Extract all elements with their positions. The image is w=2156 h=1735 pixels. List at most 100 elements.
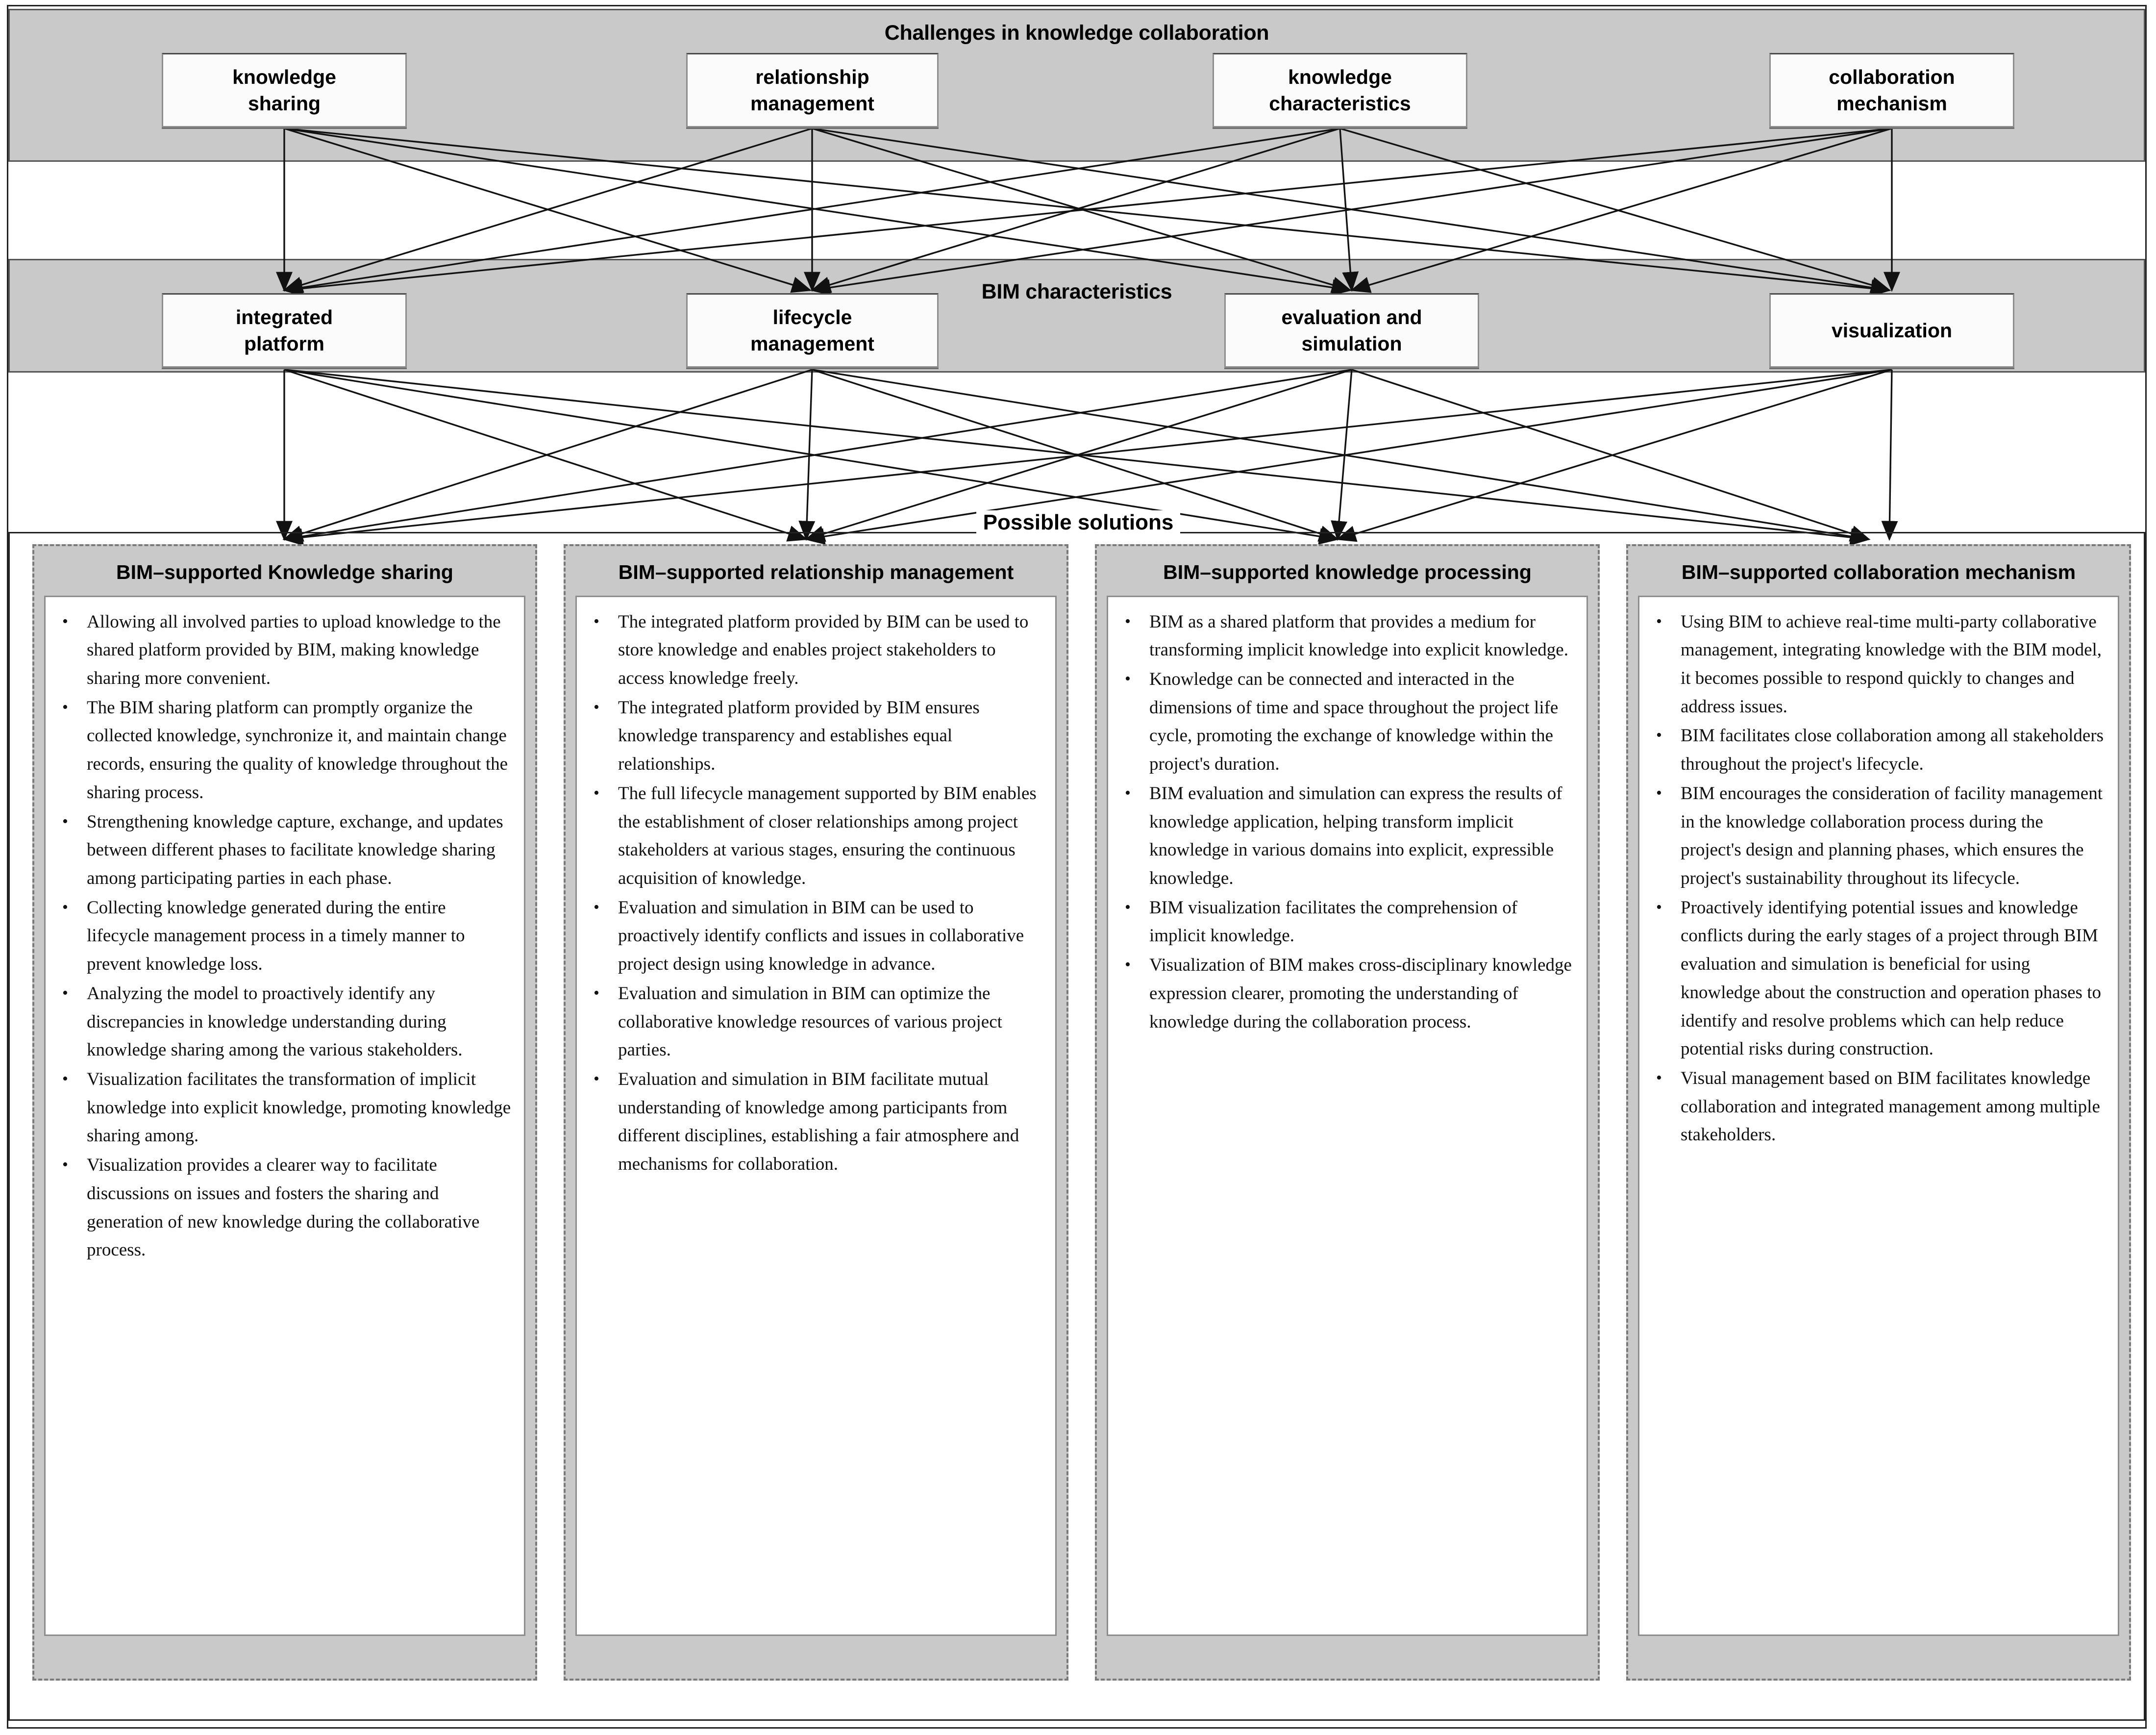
node-knowledge-characteristics[interactable]: knowledge characteristics [1213,53,1467,127]
bullet-icon: • [1656,612,1662,630]
bullet-icon: • [1125,669,1131,688]
solution-heading: BIM–supported collaboration mechanism [1632,550,2125,596]
solution-panel-collaboration-mechanism: BIM–supported collaboration mechanism •U… [1626,544,2131,1681]
list-item: • BIM visualization facilitates the compr… [1113,894,1574,950]
list-item-text: The full lifecycle management supported … [618,783,1037,888]
bullet-icon: • [594,983,599,1002]
list-item-text: The BIM sharing platform can promptly or… [87,697,508,803]
bullet-icon: • [1125,956,1131,974]
bullet-icon: • [594,1070,599,1088]
list-item: •Evaluation and simulation in BIM can be… [582,894,1042,979]
list-item-text: BIM evaluation and simulation can expres… [1149,783,1562,888]
solution-panel-knowledge-processing: BIM–supported knowledge processing • BIM … [1095,544,1600,1681]
list-item: • Knowledge can be connected and interact… [1113,665,1574,779]
possible-solutions-section: Possible solutions BIM–supported Knowled… [8,510,2145,1721]
bullet-icon: • [594,612,599,630]
list-item: • The integrated platform provided by BIM… [582,694,1042,779]
solution-heading-line-2: processing [1424,561,1532,583]
list-item: • Collecting knowledge generated during t… [50,894,511,979]
list-item-text: Collecting knowledge generated during th… [87,897,465,975]
bullet-icon: • [62,983,68,1002]
node-line-1: visualization [1831,319,1953,342]
list-item-text: Visualization of BIM makes cross-discipl… [1149,955,1572,1032]
list-item-text: BIM as a shared platform that provides a… [1149,611,1568,660]
list-item-text: Evaluation and simulation in BIM can opt… [618,983,1002,1060]
list-item-text: BIM visualization facilitates the compre… [1149,897,1518,946]
node-relationship-management[interactable]: relationship management [686,53,939,127]
solution-heading-line-1: BIM–supported Knowledge [116,561,375,583]
list-item: • The integrated platform provided by BIM… [582,608,1042,693]
list-item: • Strengthening knowledge capture, exchan… [50,808,511,893]
node-line-1: lifecycle [772,305,852,328]
node-line-2: management [750,332,874,355]
list-item: • Visualization of BIM makes cross-discip… [1113,951,1574,1036]
solution-bullet-list: • The integrated platform provided by BIM… [582,608,1042,1179]
list-item-text: Analyzing the model to proactively ident… [87,983,463,1060]
node-line-2: sharing [248,92,321,115]
list-item: • BIM facilitates close collaboration amo… [1644,722,2105,778]
node-collaboration-mechanism[interactable]: collaboration mechanism [1769,53,2014,127]
bullet-icon: • [62,898,68,916]
list-item: •Using BIM to achieve real-time multi-pa… [1644,608,2105,721]
bullet-icon: • [1125,898,1131,916]
solution-heading-line-1: BIM–supported relationship [618,561,884,583]
node-evaluation-and-simulation[interactable]: evaluation and simulation [1224,293,1479,368]
list-item: •BIM as a shared platform that provides … [1113,608,1574,664]
list-item-text: Knowledge can be connected and interacte… [1149,669,1559,775]
bullet-icon: • [1656,783,1662,802]
list-item-text: Proactively identifying potential issues… [1681,897,2101,1059]
solution-body: •Allowing all involved parties to upload… [44,595,525,1636]
challenges-title: Challenges in knowledge collaboration [884,21,1269,45]
solution-bullet-list: •Allowing all involved parties to upload… [50,608,511,1265]
node-lifecycle-management[interactable]: lifecycle management [686,293,939,368]
solution-heading: BIM–supported relationship management [570,550,1063,596]
list-item: •Allowing all involved parties to upload… [50,608,511,693]
list-item: • The BIM sharing platform can promptly o… [50,694,511,807]
node-line-1: evaluation and [1281,305,1422,328]
list-item-text: The integrated platform provided by BIM … [618,697,980,775]
solution-panel-knowledge-sharing: BIM–supported Knowledge sharing •Allowin… [32,544,537,1681]
solution-bullet-list: •Using BIM to achieve real-time multi-pa… [1644,608,2105,1150]
list-item-text: Visual management based on BIM facilitat… [1681,1068,2100,1145]
bullet-icon: • [1656,726,1662,745]
solution-heading-line-1: BIM–supported knowledge [1163,561,1419,583]
list-item: •Visual management based on BIM facilita… [1644,1064,2105,1149]
bullet-icon: • [1656,898,1662,916]
node-visualization[interactable]: visualization [1769,293,2014,368]
list-item: •Visualization provides a clearer way to… [50,1151,511,1264]
bullet-icon: • [594,698,599,716]
bullet-icon: • [62,1070,68,1088]
list-item-text: BIM encourages the consideration of faci… [1681,783,2103,888]
bullet-icon: • [62,1156,68,1174]
bullet-icon: • [594,898,599,916]
node-line-2: mechanism [1836,92,1947,115]
node-integrated-platform[interactable]: integrated platform [162,293,407,368]
bullet-icon: • [62,812,68,830]
solution-heading: BIM–supported knowledge processing [1101,550,1594,596]
node-line-2: simulation [1301,332,1402,355]
bullet-icon: • [62,698,68,716]
list-item-text: Visualization facilitates the transforma… [87,1069,511,1146]
list-item-text: The integrated platform provided by BIM … [618,611,1029,688]
list-item-text: BIM facilitates close collaboration amon… [1681,726,2104,775]
possible-solutions-title: Possible solutions [10,510,2147,535]
solution-bullet-list: • BIM as a shared platform that provides … [1113,608,1574,1036]
node-line-2: characteristics [1269,92,1411,115]
node-knowledge-sharing[interactable]: knowledge sharing [162,53,407,127]
solution-body: • The integrated platform provided by BIM… [575,595,1057,1636]
list-item: • Proactively identifying potential issue… [1644,894,2105,1063]
solution-body: • BIM as a shared platform that provides … [1107,595,1588,1636]
list-item: •Evaluation and simulation in BIM facili… [582,1065,1042,1179]
bullet-icon: • [594,783,599,802]
list-item: • The full lifecycle management supported… [582,779,1042,893]
solution-heading-line-2: sharing [380,561,453,583]
node-line-1: knowledge [232,65,336,88]
node-line-1: collaboration [1829,65,1955,88]
list-item-text: Strengthening knowledge capture, exchang… [87,811,503,888]
outer-frame [7,5,2147,1729]
bullet-icon: • [1125,783,1131,802]
solution-heading-line-2: mechanism [1965,561,2076,583]
solution-body: •Using BIM to achieve real-time multi-pa… [1638,595,2119,1636]
list-item: • BIM encourages the consideration of fac… [1644,779,2105,893]
list-item: • Analyzing the model to proactively iden… [50,980,511,1064]
